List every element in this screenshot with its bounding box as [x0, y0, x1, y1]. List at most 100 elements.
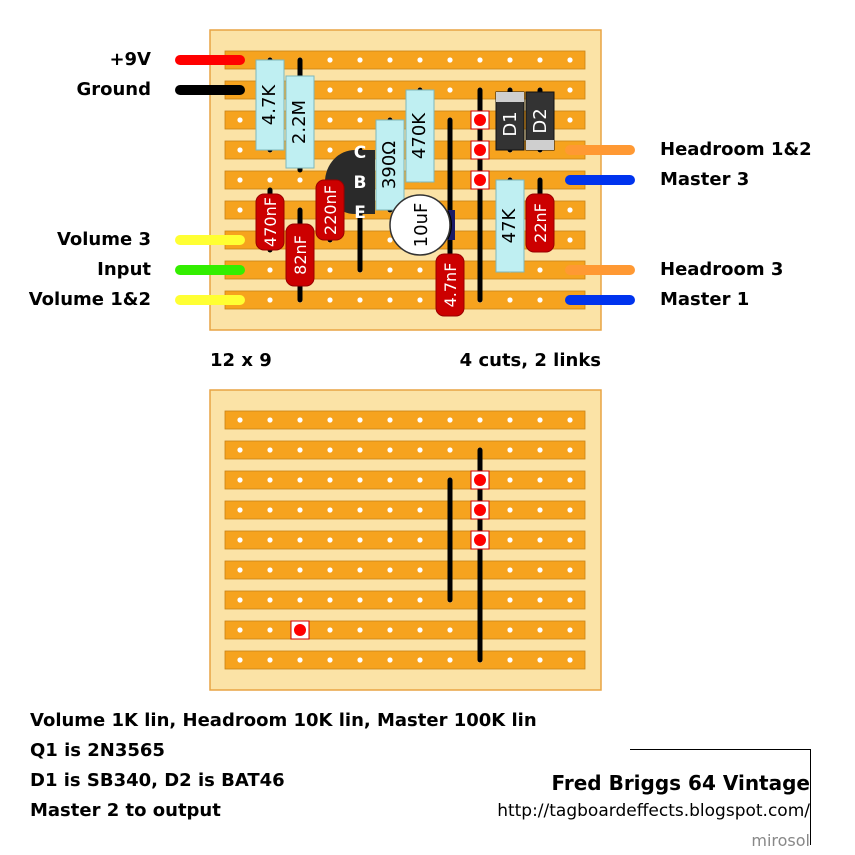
label-volume-12: Volume 1&2: [28, 289, 151, 310]
strip-hole: [237, 657, 243, 663]
strip-hole: [537, 657, 543, 663]
capacitors: 470nF 82nF 220nF 4.7nF 22nF 10uF: [255, 179, 555, 317]
strip-hole: [567, 117, 573, 123]
strip-hole: [297, 597, 303, 603]
bottom-cut-1-dot: [474, 474, 486, 486]
strip-hole: [567, 657, 573, 663]
note-pots: Volume 1K lin, Headroom 10K lin, Master …: [30, 710, 537, 731]
strip-hole: [507, 627, 513, 633]
strip-hole: [417, 417, 423, 423]
copper-strip: [224, 170, 586, 190]
capacitor-c1: [255, 193, 285, 251]
board-size-label: 12 x 9: [210, 350, 272, 371]
strip-hole: [327, 627, 333, 633]
resistor-r1: [255, 59, 285, 151]
strip-hole: [267, 507, 273, 513]
strip-hole: [267, 627, 273, 633]
note-diodes: D1 is SB340, D2 is BAT46: [30, 770, 285, 791]
label-ground: Ground: [76, 79, 151, 100]
strip-hole: [267, 657, 273, 663]
strip-hole: [267, 267, 273, 273]
strip-hole: [537, 507, 543, 513]
strip-hole: [447, 87, 453, 93]
strip-hole: [387, 267, 393, 273]
strip-hole: [537, 567, 543, 573]
resistor-r2-label: 2.2M: [289, 100, 310, 144]
strip-hole: [327, 87, 333, 93]
strip-hole: [327, 447, 333, 453]
strip-hole: [567, 627, 573, 633]
strip-hole: [387, 627, 393, 633]
strip-hole: [387, 447, 393, 453]
strip-hole: [357, 477, 363, 483]
capacitor-c4-stripe: [448, 210, 455, 240]
note-output: Master 2 to output: [30, 800, 221, 821]
strip-hole: [417, 627, 423, 633]
strip-hole: [567, 237, 573, 243]
strip-hole: [567, 87, 573, 93]
strip-hole: [567, 537, 573, 543]
strip-hole: [267, 417, 273, 423]
strip-hole: [387, 597, 393, 603]
strip-hole: [507, 447, 513, 453]
copper-strip: [224, 650, 586, 670]
strip-hole: [387, 297, 393, 303]
resistors: 4.7K 2.2M 390Ω 470K 47K: [255, 59, 525, 273]
bottom-cut-3-dot: [474, 534, 486, 546]
resistor-r5: [495, 179, 525, 273]
diodes: D1 D2: [495, 91, 555, 151]
strip-hole: [357, 597, 363, 603]
strip-hole: [477, 57, 483, 63]
strip-hole: [537, 477, 543, 483]
capacitor-c3: [315, 179, 345, 241]
strip-hole: [567, 447, 573, 453]
capacitor-c4: [389, 194, 451, 256]
capacitor-c2-label: 82nF: [291, 235, 310, 275]
strip-hole: [537, 537, 543, 543]
strip-hole: [327, 657, 333, 663]
copper-strip: [224, 440, 586, 460]
label-volume-3: Volume 3: [56, 229, 151, 250]
transistor-e-label: E: [354, 203, 366, 223]
credit-vertical-divider: [810, 749, 811, 845]
transistor-b-label: B: [354, 173, 367, 193]
strip-hole: [447, 447, 453, 453]
strip-hole: [447, 627, 453, 633]
strip-hole: [327, 417, 333, 423]
strip-hole: [417, 297, 423, 303]
strip-hole: [237, 537, 243, 543]
strip-hole: [537, 627, 543, 633]
cut-3-dot: [474, 174, 486, 186]
credit-url: http://tagboardeffects.blogspot.com/: [497, 801, 810, 821]
bottom-cut-2-dot: [474, 504, 486, 516]
strip-hole: [237, 417, 243, 423]
strip-hole: [357, 57, 363, 63]
label-headroom-3: Headroom 3: [660, 259, 784, 280]
label-input: Input: [97, 259, 151, 280]
strip-hole: [267, 567, 273, 573]
strip-hole: [567, 417, 573, 423]
strip-hole: [297, 447, 303, 453]
capacitor-c2: [285, 223, 315, 287]
strip-hole: [567, 207, 573, 213]
strip-hole: [387, 57, 393, 63]
strip-hole: [357, 417, 363, 423]
strip-hole: [327, 117, 333, 123]
capacitor-c6: [525, 193, 555, 253]
strip-hole: [507, 567, 513, 573]
strip-hole: [387, 657, 393, 663]
strip-hole: [357, 87, 363, 93]
top-cuts: [470, 110, 490, 190]
resistor-r2: [285, 75, 315, 169]
strip-hole: [387, 237, 393, 243]
strip-hole: [237, 117, 243, 123]
strip-hole: [297, 177, 303, 183]
strip-hole: [507, 297, 513, 303]
strip-hole: [327, 507, 333, 513]
strip-hole: [237, 147, 243, 153]
strip-hole: [327, 597, 333, 603]
strip-hole: [417, 537, 423, 543]
copper-strip: [224, 500, 586, 520]
strip-hole: [357, 657, 363, 663]
strip-hole: [417, 567, 423, 573]
